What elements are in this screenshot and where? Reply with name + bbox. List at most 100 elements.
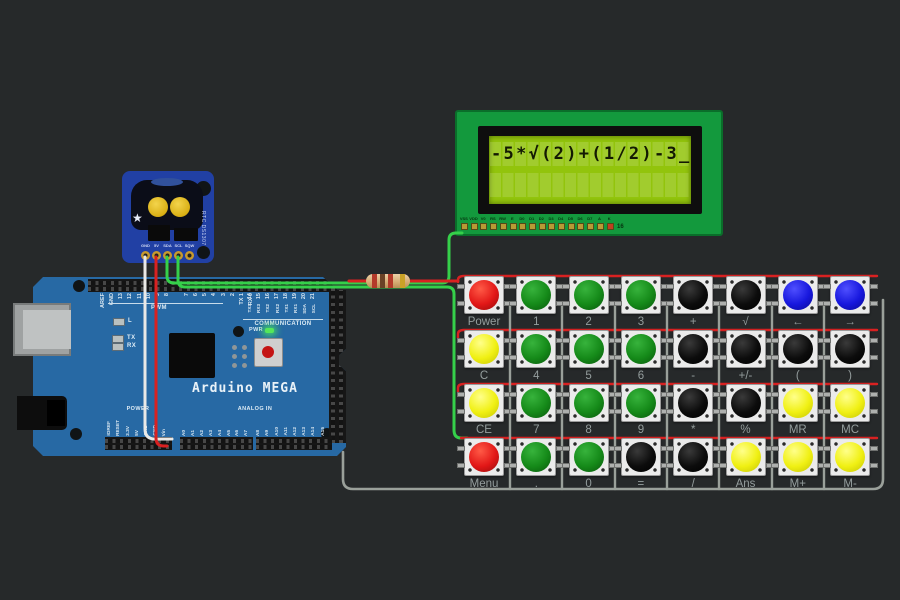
button-pin: [823, 355, 832, 360]
button-cap: [469, 442, 499, 472]
keypad-button-.[interactable]: [509, 438, 565, 476]
keypad-button-CE[interactable]: [457, 384, 512, 422]
keypad-button-label: 0: [585, 478, 592, 490]
button-cap: [521, 442, 552, 472]
keypad-button-C[interactable]: [457, 330, 512, 368]
lcd-module[interactable]: -5*√(2)+(1/2)-3_: [455, 110, 723, 236]
keypad-button-4[interactable]: [509, 330, 565, 368]
keypad-button-=[interactable]: [613, 438, 669, 476]
keypad-button-label: MC: [841, 424, 860, 436]
keypad-button-M+[interactable]: [770, 438, 826, 476]
keypad-button-label: 9: [637, 424, 645, 436]
keypad-button-/[interactable]: [666, 438, 722, 476]
button-cap: [573, 334, 604, 364]
button-cap: [730, 334, 761, 364]
pin-label: D5: [567, 216, 573, 221]
keypad-button-+/-[interactable]: [718, 330, 774, 368]
keypad-button-MR[interactable]: [770, 384, 826, 422]
lcd-pad[interactable]: [499, 223, 507, 230]
button-cap: [678, 442, 709, 472]
button-cap: [782, 334, 813, 364]
pin-label: K: [607, 216, 611, 221]
button-cap: [625, 334, 656, 364]
lcd-pad[interactable]: [567, 223, 575, 230]
usb-connector: [13, 303, 71, 356]
button-pin: [613, 446, 622, 451]
keypad-button-label: Ans: [735, 478, 756, 490]
keypad-button-7[interactable]: [509, 384, 565, 422]
keypad-button-5[interactable]: [561, 330, 617, 368]
button-cap: [678, 280, 709, 310]
keypad-button-√[interactable]: [718, 276, 774, 314]
button-pin: [770, 355, 779, 360]
button-pin: [457, 284, 465, 289]
lcd-pad[interactable]: [596, 223, 604, 230]
lcd-pad[interactable]: [509, 223, 517, 230]
lcd-pad[interactable]: [528, 223, 536, 230]
lcd-pad[interactable]: [519, 223, 527, 230]
keypad-button-M-[interactable]: [823, 438, 879, 476]
keypad-button-MC[interactable]: [823, 384, 879, 422]
keypad-button-label: 5: [585, 370, 592, 382]
lcd-bezel: -5*√(2)+(1/2)-3_: [478, 126, 702, 214]
lcd-pad[interactable]: [558, 223, 565, 230]
lcd-pad[interactable]: [480, 223, 488, 230]
lcd-pad[interactable]: [548, 223, 556, 230]
keypad-button-*[interactable]: [666, 384, 722, 422]
button-pin: [666, 338, 675, 343]
keypad-button-9[interactable]: [613, 384, 669, 422]
keypad-button-label: /: [691, 478, 695, 490]
analog-pin-header-1[interactable]: [180, 437, 253, 450]
keypad-button-1[interactable]: [509, 276, 565, 314]
resistor[interactable]: [362, 273, 414, 289]
keypad-button-([interactable]: [770, 330, 826, 368]
lcd-pad[interactable]: [461, 223, 468, 230]
lcd-pad[interactable]: [538, 223, 546, 230]
button-pin: [613, 284, 622, 289]
keypad-button--[interactable]: [666, 330, 722, 368]
button-pin: [666, 409, 675, 414]
keypad-button-label: *: [690, 424, 696, 436]
keypad-button-Power[interactable]: [457, 276, 512, 314]
button-pin: [870, 446, 879, 451]
keypad-button-Menu[interactable]: [457, 438, 512, 476]
keypad-button-)[interactable]: [823, 330, 879, 368]
button-pin: [823, 338, 832, 343]
keypad-button-label: .: [534, 478, 538, 490]
lcd-pad[interactable]: [606, 223, 614, 230]
button-cap: [469, 388, 499, 418]
keypad-button-0[interactable]: [561, 438, 617, 476]
pin-label: 5V: [154, 243, 159, 248]
button-cap: [573, 388, 604, 418]
lcd-pad[interactable]: [490, 223, 498, 230]
keypad-button-Ans[interactable]: [718, 438, 774, 476]
keypad-button-%[interactable]: [718, 384, 774, 422]
button-pin: [561, 392, 570, 397]
button-cap: [835, 334, 866, 364]
button-cap: [782, 388, 813, 418]
button-pin: [770, 463, 779, 468]
lcd-pad[interactable]: [587, 223, 595, 230]
button-pin: [561, 355, 570, 360]
button-pin: [561, 463, 570, 468]
star-logo-icon: ★: [132, 211, 143, 225]
pin-label: RS: [490, 216, 496, 221]
led-tx-label: TX: [127, 335, 136, 341]
keypad-button-→[interactable]: [823, 276, 879, 314]
button-pin: [870, 463, 879, 468]
keypad-button-6[interactable]: [613, 330, 669, 368]
keypad-button-+[interactable]: [666, 276, 722, 314]
keypad-button-2[interactable]: [561, 276, 617, 314]
resistor-band: [372, 274, 377, 288]
pin-label: D3: [548, 216, 554, 221]
keypad-button-label: 2: [585, 316, 592, 328]
keypad-button-←[interactable]: [770, 276, 826, 314]
lcd-pad[interactable]: [577, 223, 585, 230]
button-pin: [870, 355, 879, 360]
lcd-pad[interactable]: [470, 223, 478, 230]
pin-label: A: [598, 216, 601, 221]
keypad-button-3[interactable]: [613, 276, 669, 314]
pin-label: D4: [558, 216, 564, 221]
analog-pin-header-2[interactable]: [256, 437, 332, 450]
keypad-button-8[interactable]: [561, 384, 617, 422]
